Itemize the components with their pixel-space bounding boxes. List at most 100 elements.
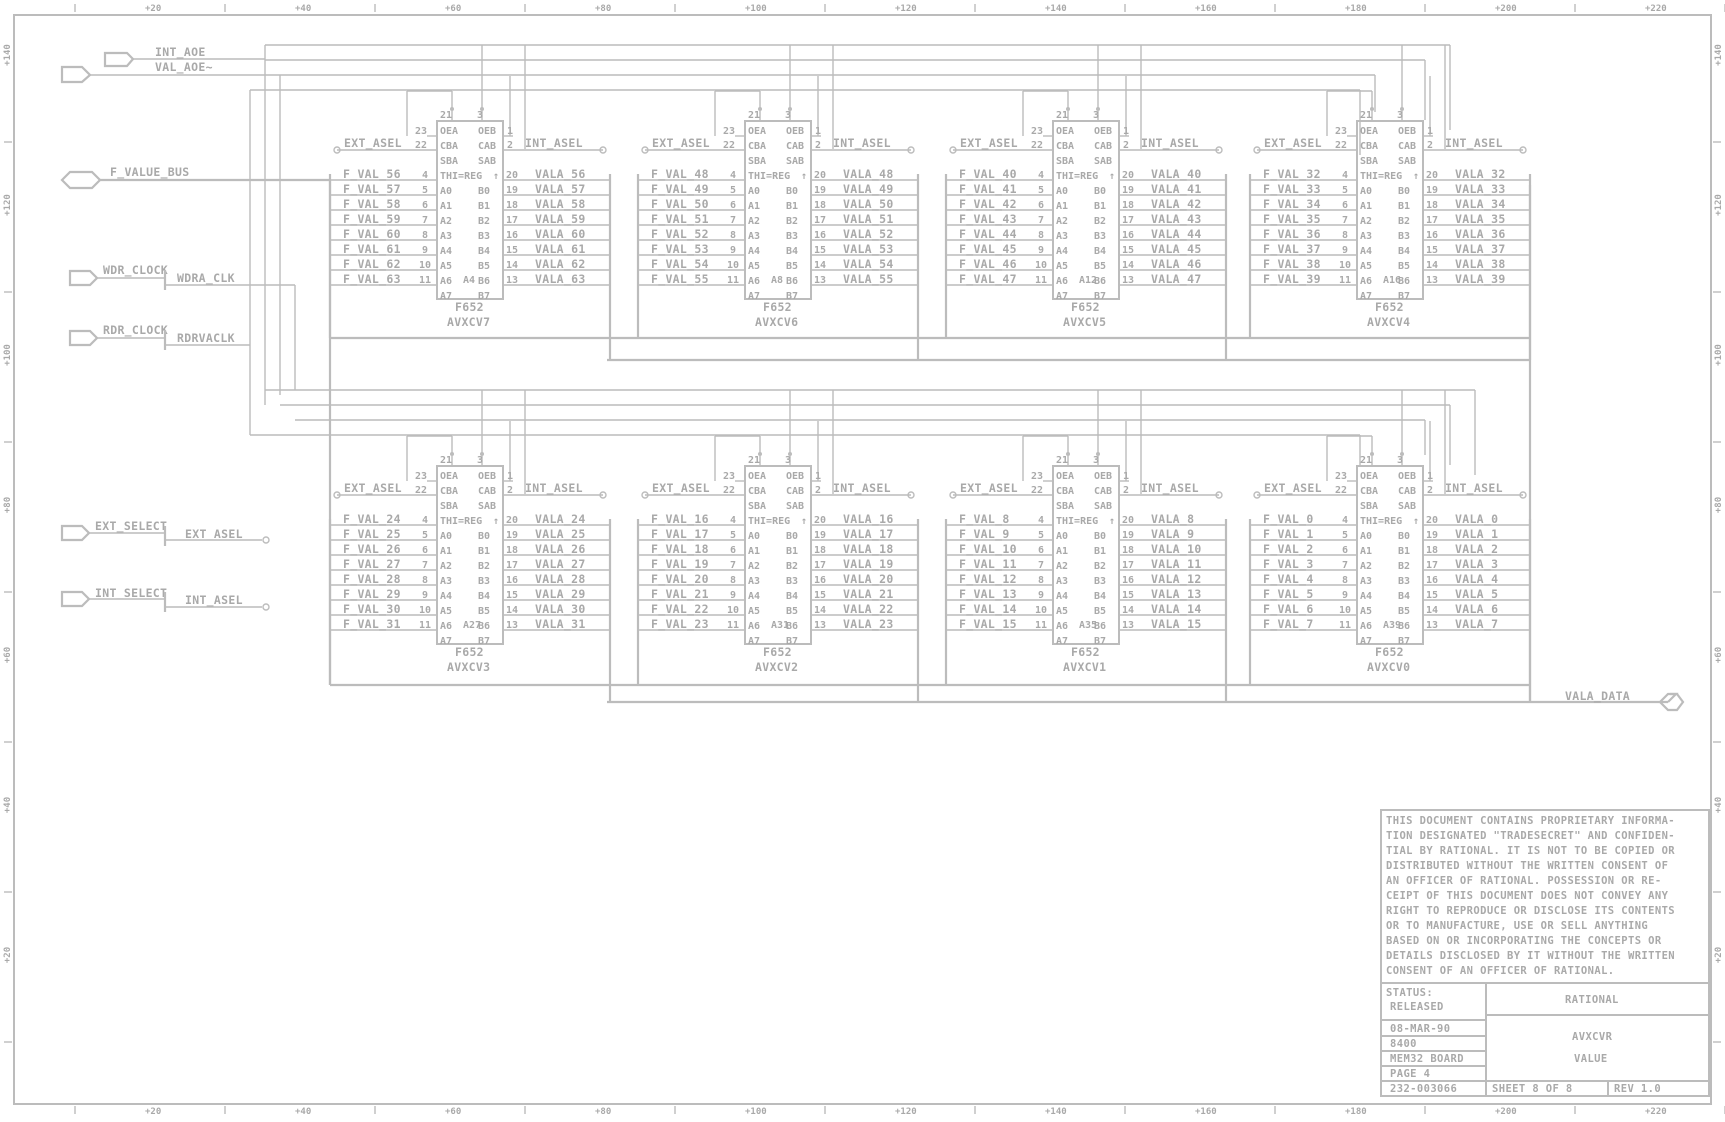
pin-number: 4 (1038, 170, 1044, 181)
ruler-left-label: +140 (3, 44, 13, 66)
ruler-right-label: +80 (1714, 497, 1724, 513)
pin-number: 7 (730, 560, 736, 571)
int-asel-label: INT_ASEL (525, 481, 583, 496)
pin-number: 17 (506, 560, 518, 571)
f-val-signal: F_VAL_60 (343, 227, 401, 242)
notice-line: RIGHT TO REPRODUCE OR DISCLOSE ITS CONTE… (1386, 905, 1675, 917)
pin-number: 20 (1426, 170, 1438, 181)
f-val-signal: F_VAL_38 (1263, 257, 1321, 272)
pin-number: 10 (1339, 260, 1351, 271)
ext-asel-label: EXT_ASEL (652, 136, 710, 151)
f-val-signal: F_VAL_22 (651, 602, 709, 617)
pin-number: 14 (1426, 605, 1438, 616)
drawing-title-1: AVXCVR (1572, 1031, 1613, 1043)
port-val-aoe: VAL_AOE~ (60, 60, 280, 84)
ext-asel-label: EXT_ASEL (652, 481, 710, 496)
pin-number: 1 (507, 126, 513, 137)
pin-clock-marker: ↑ (1109, 171, 1115, 182)
f-val-signal: F_VAL_46 (959, 257, 1017, 272)
pin-label: SBA (748, 501, 766, 512)
company-name: RATIONAL (1565, 994, 1619, 1006)
doc-code: 8400 (1390, 1038, 1417, 1050)
pin-number: 3 (477, 110, 483, 121)
drawing-title-2: VALUE (1574, 1053, 1608, 1065)
pin-number: 6 (1038, 545, 1044, 556)
pin-label: B1 (1094, 546, 1106, 557)
ext-asel-label: EXT_ASEL (344, 481, 402, 496)
f-val-signal: F_VAL_44 (959, 227, 1017, 242)
pin-number: 1 (1427, 126, 1433, 137)
pin-label: CBA (440, 486, 458, 497)
ext-asel-label: EXT_ASEL (344, 136, 402, 151)
notice-line: AN OFFICER OF RATIONAL. POSSESSION OR RE… (1386, 875, 1662, 887)
pin-label: SAB (1094, 156, 1112, 167)
sheet-border (13, 14, 1712, 1105)
pin-number: 10 (727, 260, 739, 271)
pin-number: 16 (506, 575, 518, 586)
pin-clock-marker: ↑ (1413, 171, 1419, 182)
pin-label: B4 (1398, 246, 1410, 257)
chip-part: F652 (455, 645, 484, 659)
pin-label: B0 (478, 186, 490, 197)
pin-label: B4 (478, 591, 490, 602)
pin-number: 23 (1031, 126, 1043, 137)
pin-number: 21 (748, 110, 760, 121)
pin-label: OEB (478, 126, 496, 137)
f-val-signal: F_VAL_14 (959, 602, 1017, 617)
pin-label: OEB (1398, 126, 1416, 137)
f-val-signal: F_VAL_10 (959, 542, 1017, 557)
pin-number: 17 (814, 560, 826, 571)
pin-label: B2 (1094, 561, 1106, 572)
ruler-bottom-label: +200 (1495, 1107, 1517, 1117)
vala-signal: VALA_2 (1455, 542, 1498, 557)
vala-signal: VALA_38 (1455, 257, 1506, 272)
pin-number: 8 (730, 575, 736, 586)
ruler-bottom-label: +120 (895, 1107, 917, 1117)
vala-signal: VALA_22 (843, 602, 894, 617)
f-val-signal: F_VAL_25 (343, 527, 401, 542)
pin-label: A0 (1056, 186, 1068, 197)
pin-number: 4 (1038, 515, 1044, 526)
pin-label: A6 (1360, 276, 1372, 287)
pin-label: CBA (1360, 141, 1378, 152)
pin-number: 2 (1123, 140, 1129, 151)
pin-label: B4 (1398, 591, 1410, 602)
vala-signal: VALA_11 (1151, 557, 1202, 572)
pin-label: A6 (440, 621, 452, 632)
pin-label: A3 (748, 231, 760, 242)
chip-location: A27 (463, 620, 481, 631)
chip-refdes: AVXCV1 (1063, 660, 1106, 674)
pin-label: THI=REG (1056, 516, 1098, 527)
pin-label: B0 (1398, 531, 1410, 542)
ruler-bottom-label: +220 (1645, 1107, 1667, 1117)
pin-number: 6 (1342, 200, 1348, 211)
pin-label: SAB (786, 501, 804, 512)
f-val-signal: F_VAL_8 (959, 512, 1010, 527)
control-wiring (249, 44, 1685, 712)
pin-number: 19 (506, 530, 518, 541)
title-block: STATUS: RELEASED RATIONAL 08-MAR-90 8400… (1380, 982, 1710, 1097)
pin-number: 18 (506, 200, 518, 211)
pin-number: 21 (1056, 455, 1068, 466)
pin-label: B1 (478, 201, 490, 212)
pin-label: A0 (1360, 186, 1372, 197)
f-val-signal: F_VAL_48 (651, 167, 709, 182)
pin-number: 15 (814, 245, 826, 256)
vala-signal: VALA_12 (1151, 572, 1202, 587)
vala-signal: VALA_3 (1455, 557, 1498, 572)
pin-label: A7 (1360, 291, 1372, 302)
port-wdr-clock: WDR_CLOCK WDRA_CLK (68, 263, 295, 290)
pin-number: 14 (1122, 260, 1134, 271)
pin-label: A3 (440, 231, 452, 242)
chip-part: F652 (1071, 300, 1100, 314)
wdra-clk-label: WDRA_CLK (177, 271, 235, 286)
notice-line: DISTRIBUTED WITHOUT THE WRITTEN CONSENT … (1386, 860, 1668, 872)
pin-label: B7 (786, 636, 798, 647)
pin-label: B5 (478, 261, 490, 272)
pin-number: 11 (1035, 275, 1047, 286)
pin-number: 8 (1038, 575, 1044, 586)
pin-label: A2 (748, 216, 760, 227)
